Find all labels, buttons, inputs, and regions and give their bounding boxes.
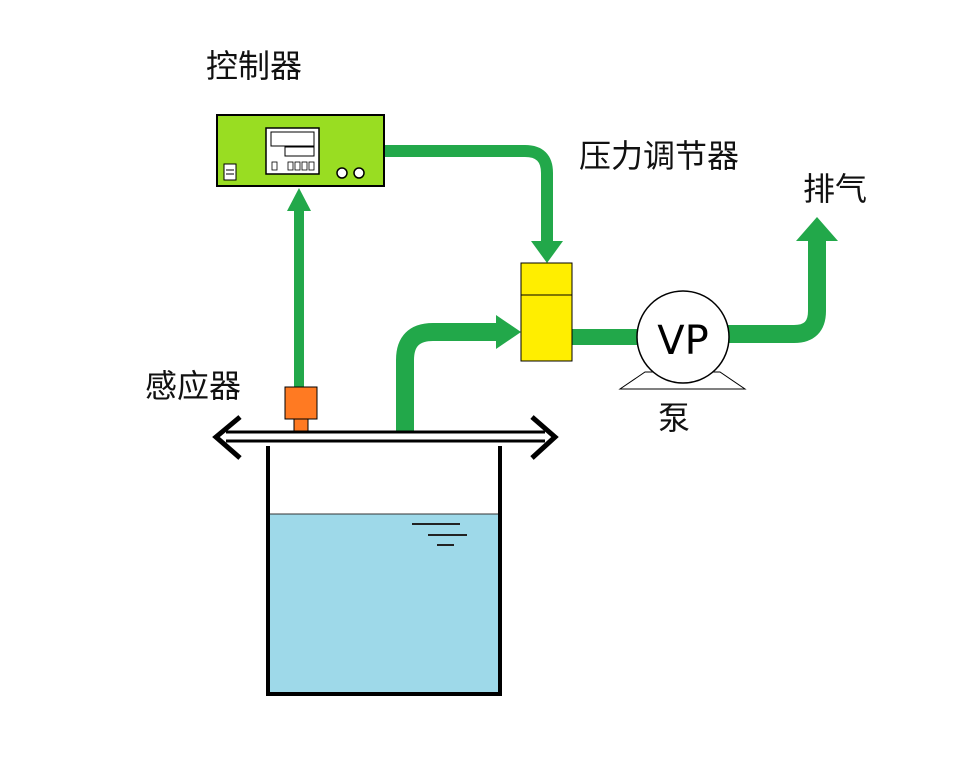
pump-to-exhaust-pipe <box>726 238 826 343</box>
pressure-regulator-label: 压力调节器 <box>579 137 740 175</box>
vessel-liquid <box>268 514 500 694</box>
sensor-stem <box>293 418 309 433</box>
pump-circle <box>636 290 730 384</box>
pump-symbol-label: VP <box>657 318 708 364</box>
controller-knob-2 <box>353 167 365 179</box>
controller-label: 控制器 <box>206 47 303 85</box>
vessel-to-regulator-pipe <box>396 323 497 432</box>
power-switch-icon <box>223 163 237 181</box>
lid-arrow-right-icon <box>530 415 559 460</box>
vessel-walls <box>266 446 502 696</box>
vacuum-pump <box>618 290 747 390</box>
liquid-surface-marks <box>412 523 467 546</box>
vessel <box>266 446 502 696</box>
pressure-regulator <box>520 262 573 362</box>
exhaust-arrowhead <box>796 217 838 241</box>
controller-to-regulator-line <box>384 145 553 243</box>
controller <box>216 114 385 187</box>
lid-arrow-left-icon <box>212 415 242 460</box>
regulator-input-arrowhead <box>531 241 563 263</box>
vessel-lid <box>212 415 559 460</box>
exhaust-label: 排气 <box>803 170 868 208</box>
regulator-body <box>520 262 573 362</box>
controller-knob-1 <box>336 167 348 179</box>
controller-input-arrowhead <box>287 188 311 211</box>
pump-label: 泵 <box>658 399 691 437</box>
sensor <box>284 386 318 433</box>
controller-buttons <box>271 161 315 171</box>
sensor-label: 感应器 <box>145 367 242 405</box>
controller-screen-mid <box>284 146 315 157</box>
controller-screen-top <box>270 131 315 147</box>
regulator-gas-arrowhead <box>496 315 521 349</box>
sensor-body <box>284 386 318 420</box>
